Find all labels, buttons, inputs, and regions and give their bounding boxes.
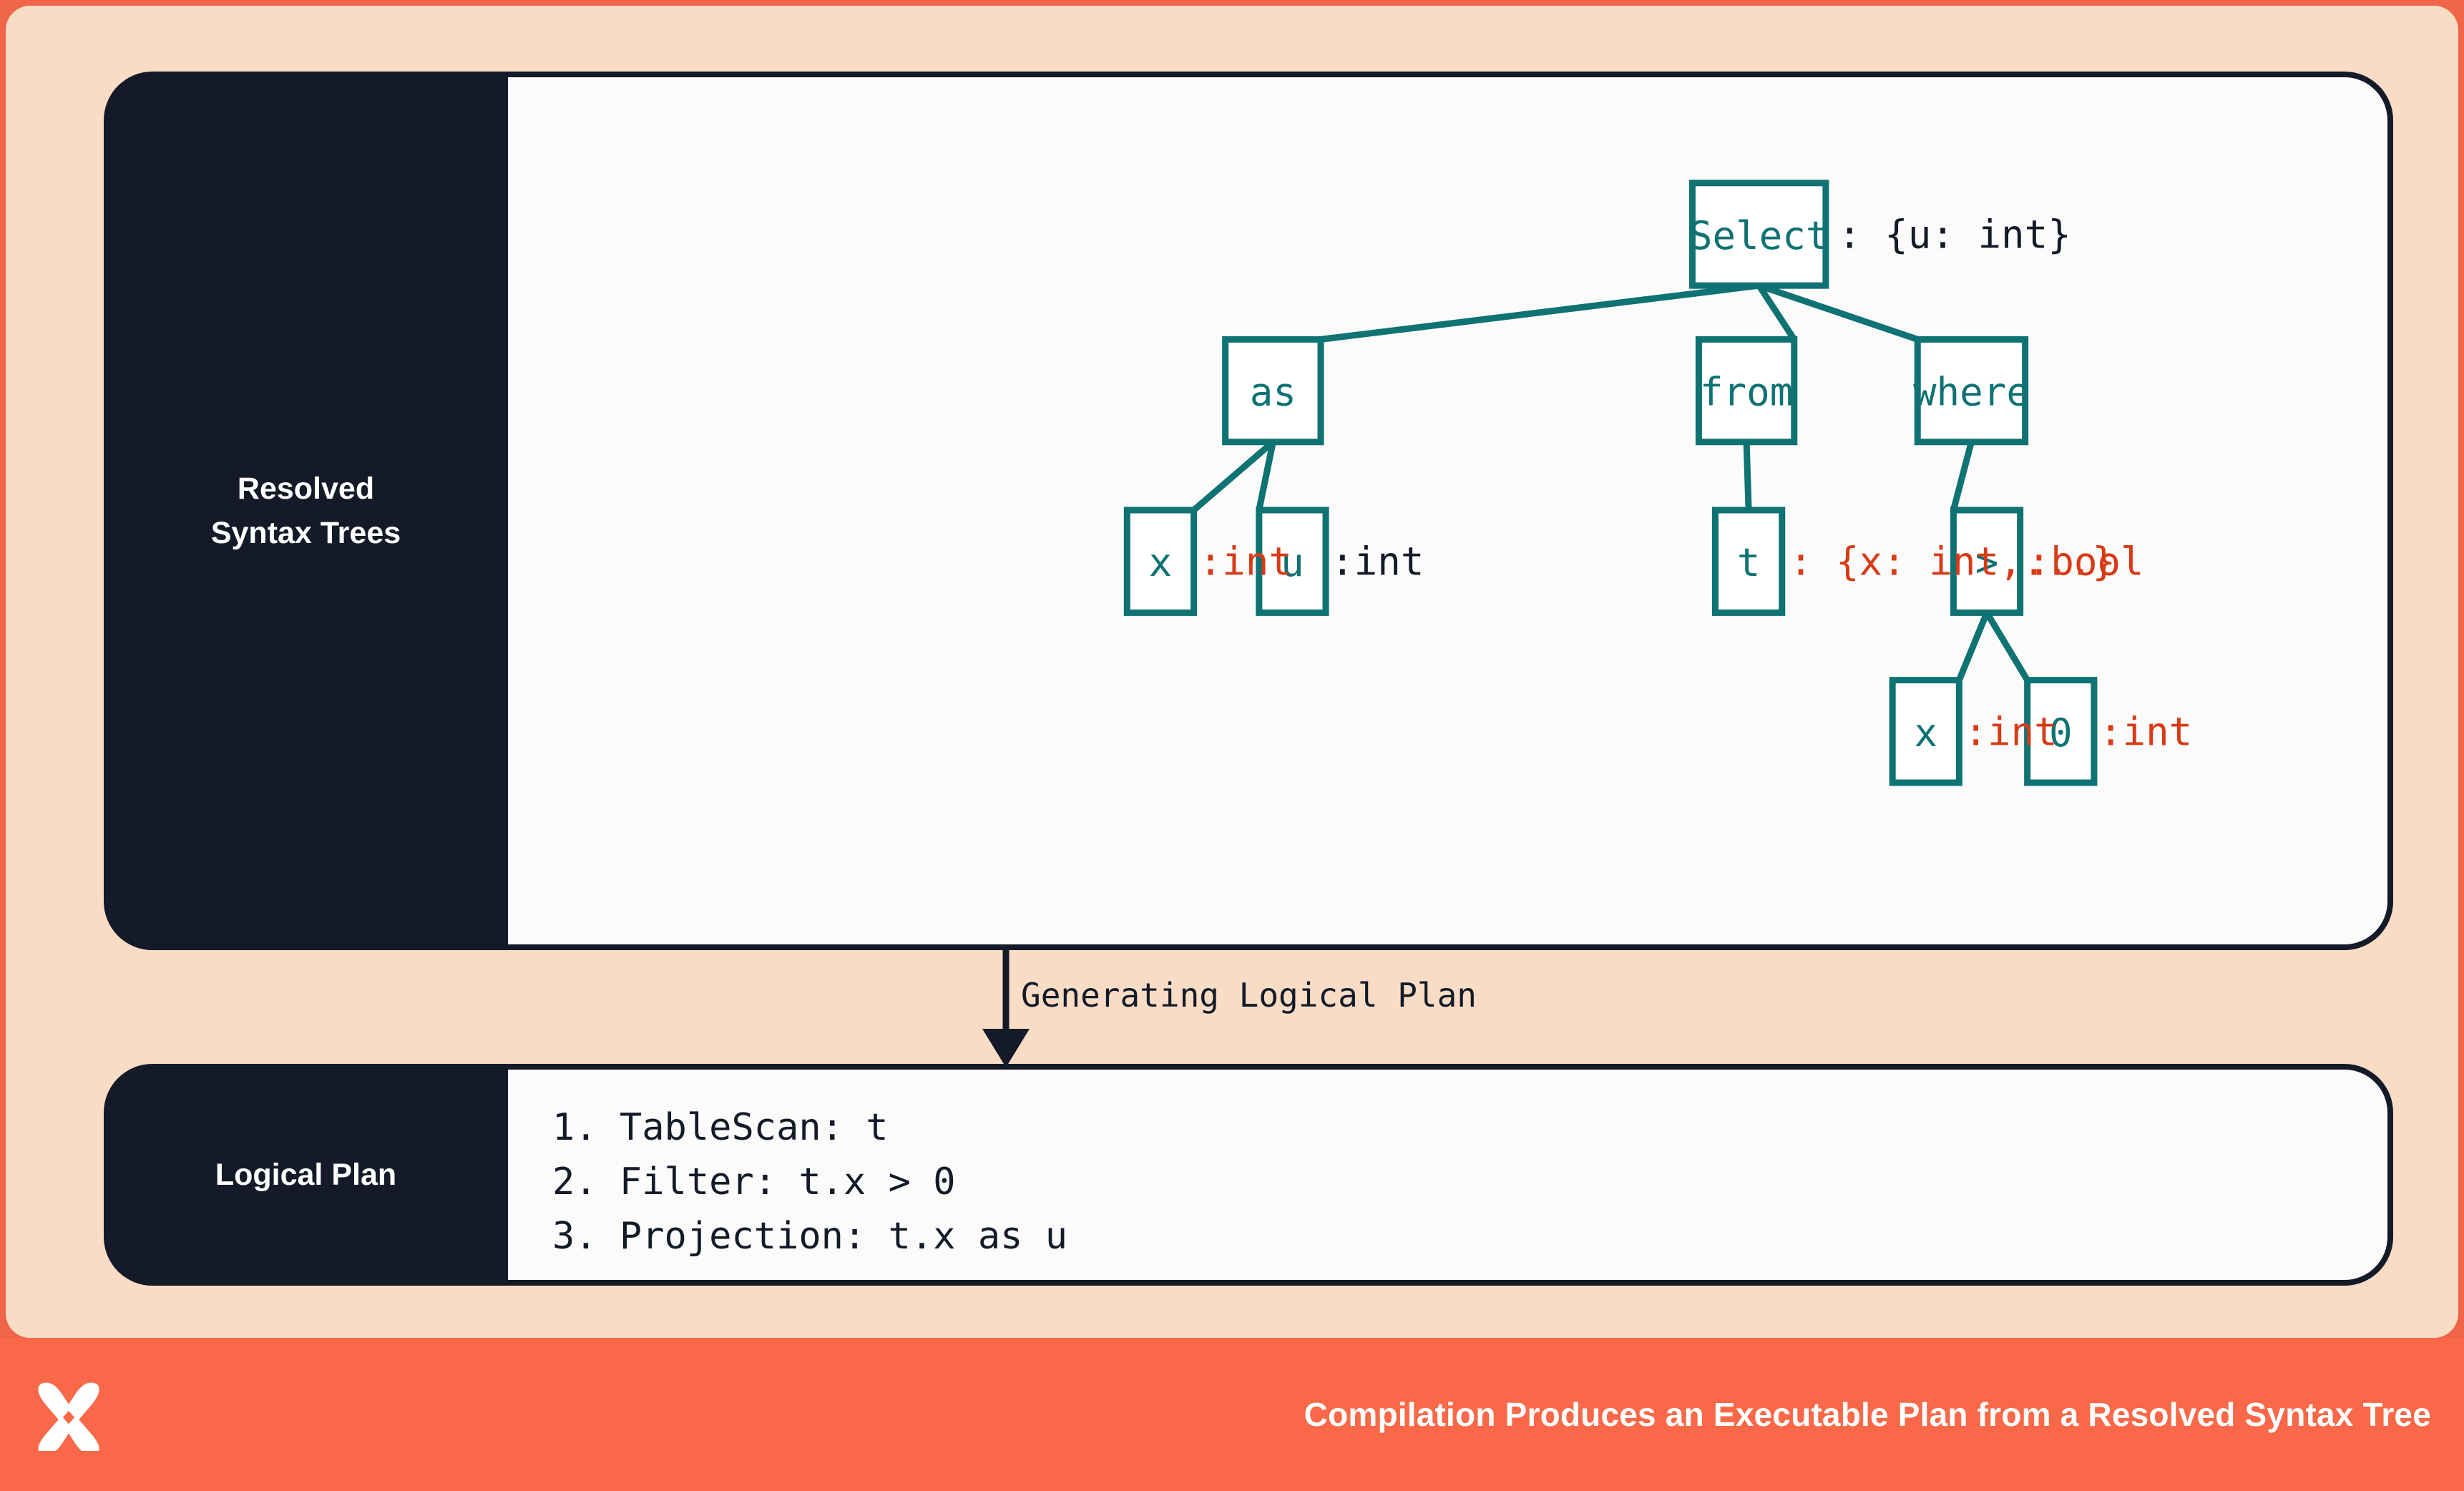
tree-edge	[1256, 441, 1276, 511]
tree-edge	[1191, 439, 1276, 513]
tree-edge	[1743, 441, 1752, 511]
logical-plan-steps: 1. TableScan: t 2. Filter: t.x > 0 3. Proj…	[552, 1101, 1067, 1264]
label-line-1: Resolved	[237, 471, 375, 506]
tree-node-from[interactable]: from	[1695, 336, 1798, 446]
resolved-syntax-trees-label: Resolved Syntax Trees	[104, 72, 508, 950]
tree-node-text: x	[1914, 710, 1937, 756]
logical-plan-body: 1. TableScan: t 2. Filter: t.x > 0 3. Proj…	[508, 1070, 2387, 1280]
tree-node-from-t[interactable]: t	[1711, 507, 1786, 616]
ann-gt: :bool	[2028, 539, 2144, 585]
label-line-2: Syntax Trees	[210, 516, 401, 550]
footer-bar: Compilation Produces an Executable Plan …	[0, 1338, 2464, 1491]
tree-node-box	[1123, 507, 1198, 616]
connector-arrow	[982, 944, 1030, 1067]
tree-edge	[1950, 441, 1975, 512]
tree-node-text: u	[1281, 540, 1304, 585]
tree-node-box	[1711, 507, 1786, 616]
tree-node-box	[1688, 180, 1829, 289]
tree-edge	[1956, 611, 1990, 682]
tree-node-text: x	[1149, 540, 1173, 585]
tree-node-as-x[interactable]: x	[1123, 507, 1198, 616]
tree-nodes: Select as from where x u t > x 0	[1123, 180, 2098, 786]
ann-gt-x: :int	[1964, 709, 2057, 754]
tree-node-box	[2024, 677, 2098, 786]
plan-step-3: 3. Projection: t.x as u	[552, 1214, 1068, 1258]
tree-node-as[interactable]: as	[1222, 336, 1324, 446]
plan-step-2: 2. Filter: t.x > 0	[552, 1160, 956, 1203]
generating-logical-plan-label: Generating Logical Plan	[1021, 976, 1477, 1015]
tree-node-text: t	[1737, 540, 1761, 585]
tree-node-box	[1950, 507, 2024, 616]
logical-plan-card: Logical Plan 1. TableScan: t 2. Filter: t…	[104, 1064, 2393, 1286]
pipeline-connector: Generating Logical Plan	[104, 944, 2393, 1070]
tree-node-box	[1256, 507, 1329, 616]
tree-edge	[1758, 282, 1919, 343]
tree-edge	[1756, 283, 1797, 341]
tree-edge	[1984, 611, 2030, 682]
ann-as-x: :int	[1199, 539, 1292, 585]
x-star-logo-icon	[38, 1382, 99, 1451]
syntax-tree-canvas: Select as from where x u t > x 0 : {u: int} :int :i…	[508, 77, 2387, 944]
ann-gt-0: :int	[2099, 709, 2192, 754]
tree-edges	[1191, 282, 2030, 682]
tree-edge	[1320, 282, 1760, 343]
logical-plan-label-text: Logical Plan	[215, 1157, 397, 1192]
tree-node-gt-0[interactable]: 0	[2024, 677, 2098, 786]
resolved-syntax-trees-card: Resolved Syntax Trees Select as from where x…	[104, 72, 2393, 950]
tree-node-text: Select	[1689, 213, 1829, 258]
footer-caption: Compilation Produces an Executable Plan …	[1304, 1396, 2431, 1433]
tree-node-where[interactable]: where	[1913, 336, 2030, 446]
tree-node-text: from	[1700, 370, 1793, 415]
tree-node-select[interactable]: Select	[1688, 180, 1829, 289]
ann-select: : {u: int}	[1838, 212, 2071, 257]
tree-node-box	[1222, 336, 1324, 446]
tree-node-text: as	[1250, 370, 1296, 415]
tree-type-annotations: : {u: int} :int :int : {x: int,...}:bool :in…	[1199, 212, 2193, 754]
tree-node-text: 0	[2049, 710, 2073, 756]
tree-node-gt[interactable]: >	[1950, 507, 2024, 616]
ann-from-t: : {x: int,...}	[1789, 539, 2116, 585]
tree-node-text: where	[1913, 370, 2030, 415]
tree-node-box	[1889, 677, 1962, 786]
ann-as-u: :int	[1331, 539, 1424, 585]
tree-node-gt-x[interactable]: x	[1889, 677, 1962, 786]
syntax-tree-diagram: Select as from where x u t > x 0 : {u: int} :int :i…	[1123, 180, 2193, 786]
plan-step-1: 1. TableScan: t	[552, 1106, 889, 1149]
tree-node-box	[1695, 336, 1798, 446]
tree-node-as-u[interactable]: u	[1256, 507, 1329, 616]
tree-node-box	[1914, 336, 2029, 446]
tree-node-text: >	[1975, 540, 1999, 585]
logical-plan-label: Logical Plan	[104, 1064, 508, 1286]
